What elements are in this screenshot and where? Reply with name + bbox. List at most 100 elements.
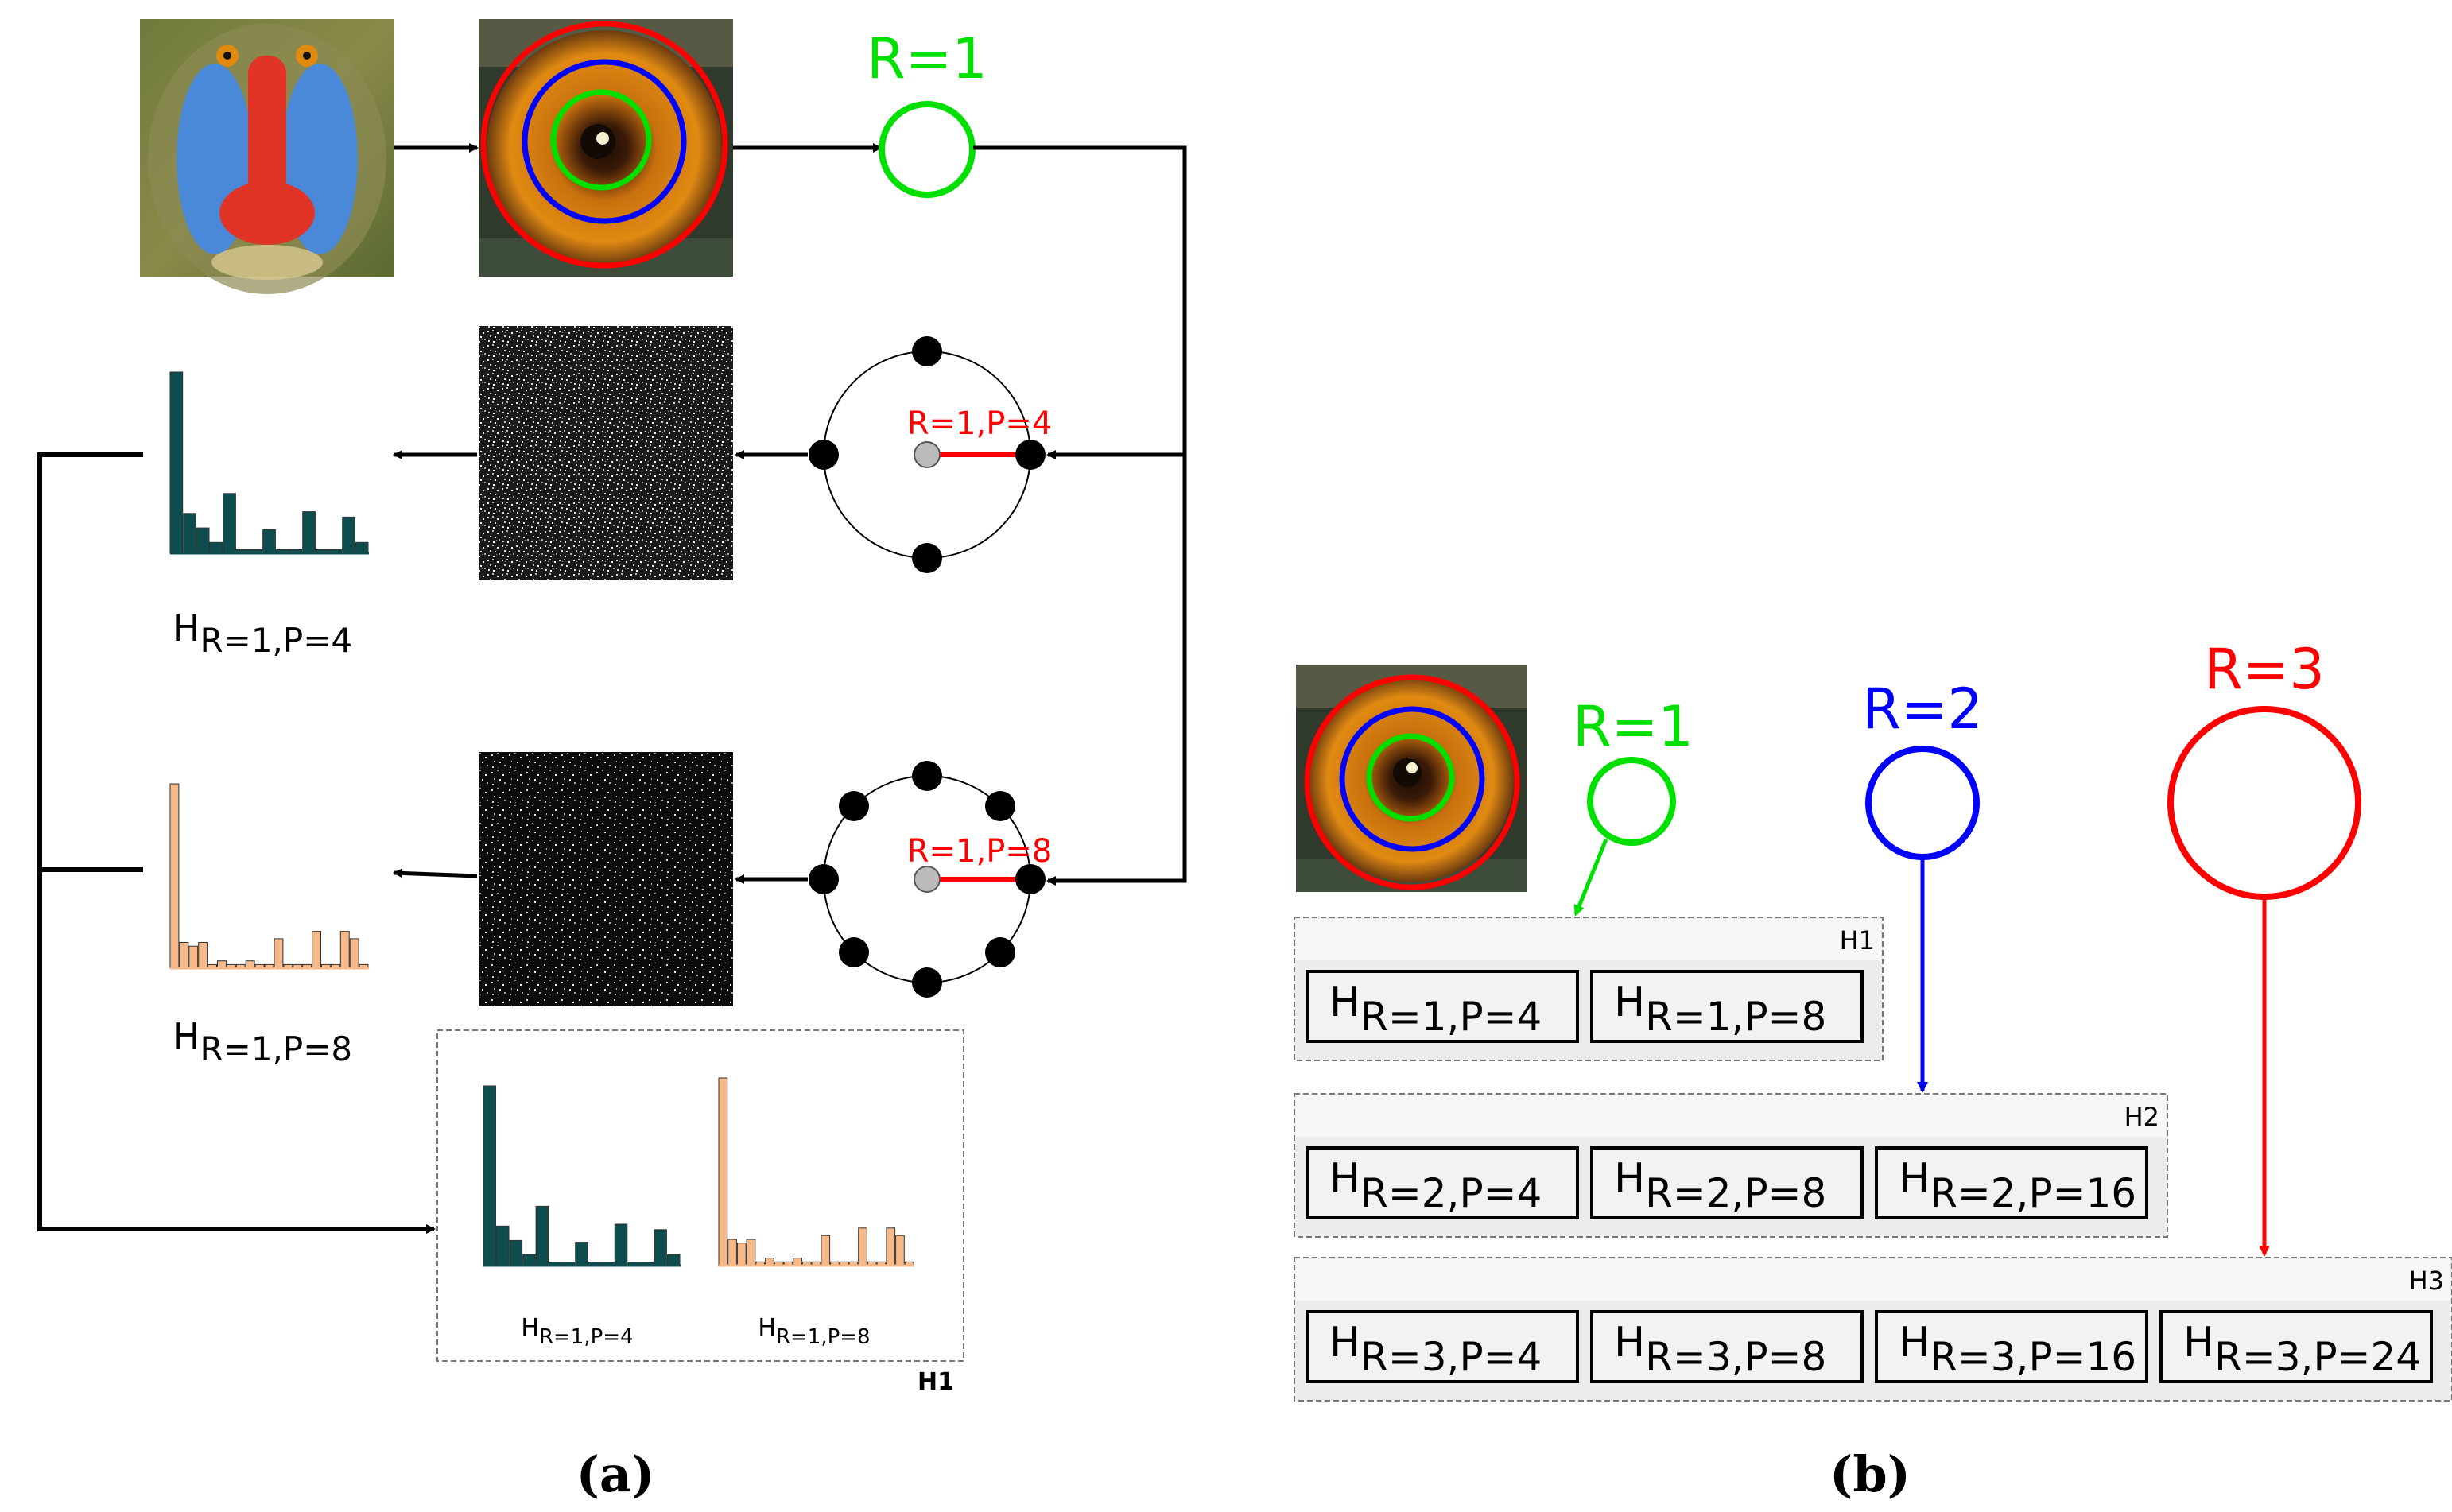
- histogram-cell-symbol: H: [1614, 979, 1645, 1026]
- histogram-cell-box: [2159, 1310, 2433, 1383]
- pattern-p8-label: R=1,P=8: [907, 833, 1053, 870]
- hist-p8-bar: [274, 938, 284, 969]
- h1-hist-p4-label: HR=1,P=4: [521, 1314, 633, 1349]
- h1-hist-p4-bar: [522, 1254, 536, 1266]
- radius-circle-r3: [2167, 706, 2361, 900]
- hist-p8-bar: [179, 942, 189, 969]
- h1-hist-p8-bar: [718, 1077, 728, 1266]
- group-header: [1296, 919, 1881, 960]
- histogram-cell-subscript: R=1,P=4: [1360, 994, 1542, 1040]
- histogram-cell-box: [1590, 1310, 1864, 1383]
- eye-with-concentric-circles-small-picture: [1296, 665, 1527, 892]
- concat-bracket: [37, 452, 436, 1234]
- histogram-cell-symbol: H: [1329, 979, 1360, 1026]
- h1-box-label: H1: [918, 1368, 954, 1396]
- hist-p4-bar: [169, 371, 184, 554]
- histogram-cell-label: HR=1,P=8: [1614, 979, 1826, 1040]
- histogram-cell-label: HR=3,P=8: [1614, 1319, 1826, 1380]
- h1-hist-p4-bar: [496, 1225, 510, 1266]
- h1-hist-p8-bar: [821, 1235, 831, 1266]
- radius-circle-r1: [879, 101, 976, 198]
- histogram-cell-label: HR=3,P=16: [1899, 1319, 2136, 1380]
- h1-concat-box: [436, 1029, 964, 1362]
- hist-p8-bar: [198, 942, 208, 969]
- h1-hist-p8-bar: [858, 1227, 867, 1266]
- h1-histogram-p8: [718, 1077, 914, 1267]
- lbp-texture-map-p4-picture: [479, 326, 733, 580]
- eye-with-concentric-circles-picture: [479, 19, 733, 277]
- hist-p8-bar: [339, 931, 350, 969]
- h1-hist-p8-symbol: H: [758, 1314, 776, 1342]
- h1-hist-p4-bar: [614, 1223, 628, 1266]
- h1-hist-p8-label: HR=1,P=8: [758, 1314, 870, 1349]
- histogram-cell-label: HR=3,P=24: [2183, 1319, 2421, 1380]
- hist-p8-subscript: R=1,P=8: [200, 1029, 352, 1068]
- histogram-p4: [169, 371, 369, 555]
- histogram-cell-subscript: R=2,P=16: [1930, 1170, 2136, 1216]
- mandrill-face-picture: [140, 19, 394, 294]
- pattern-p4-label: R=1,P=4: [907, 405, 1053, 442]
- hist-p4-symbol: H: [173, 607, 200, 649]
- hist-p4-bar: [302, 511, 316, 554]
- histogram-cell-symbol: H: [1329, 1319, 1360, 1367]
- hist-p4-subscript: R=1,P=4: [200, 621, 352, 660]
- h1-hist-p8-bar: [886, 1227, 896, 1266]
- hist-p4-bar: [223, 493, 236, 554]
- hist-p4-bar: [196, 527, 210, 554]
- radius-label-r2: R=2: [1862, 677, 1983, 742]
- histogram-cell-subscript: R=3,P=16: [1930, 1334, 2136, 1380]
- histogram-cell-label: HR=2,P=8: [1614, 1155, 1826, 1216]
- histogram-cell: HR=1,P=4: [1306, 970, 1579, 1043]
- histogram-cell: HR=1,P=8: [1590, 970, 1864, 1043]
- h1-hist-p4-bar: [575, 1242, 588, 1266]
- route-line-right: [973, 145, 1187, 886]
- h1-hist-p8-bar: [736, 1243, 747, 1266]
- histogram-cell-box: [1306, 1310, 1579, 1383]
- hist-p4-bar: [342, 516, 355, 554]
- arrow-r1-to-h1: [1573, 839, 1608, 917]
- histogram-cell-symbol: H: [2183, 1319, 2214, 1367]
- hist-p4-bar: [183, 513, 196, 554]
- histogram-cell: HR=3,P=8: [1590, 1310, 1864, 1383]
- neighborhood-p8: R=1,P=8: [809, 761, 1052, 998]
- histogram-cell-box: [1875, 1310, 2148, 1383]
- radius-label: R=1: [867, 26, 987, 91]
- histogram-cell-subscript: R=2,P=8: [1645, 1170, 1826, 1216]
- h1-hist-p8-bar: [895, 1235, 905, 1266]
- histogram-cell: HR=2,P=4: [1306, 1146, 1579, 1219]
- hist-p4-bar: [209, 541, 223, 554]
- panel-a: R=1 R=1,P=4 R=: [37, 19, 1187, 1503]
- group-label: H2: [2124, 1102, 2159, 1132]
- h1-hist-p4-bar: [654, 1229, 667, 1266]
- group-header: [1296, 1259, 2450, 1301]
- hist-p8-symbol: H: [173, 1015, 200, 1058]
- h1-hist-p8-bar: [727, 1239, 737, 1266]
- arrow-map-to-hist-p8: [393, 868, 478, 878]
- hist-p8-bar: [349, 938, 359, 969]
- neighborhood-p4: R=1,P=4: [809, 336, 1052, 573]
- histogram-cell: HR=3,P=24: [2159, 1310, 2433, 1383]
- histogram-cell-subscript: R=3,P=4: [1360, 1334, 1542, 1380]
- histogram-cell-label: HR=3,P=4: [1329, 1319, 1542, 1380]
- histogram-cell-subscript: R=3,P=8: [1645, 1334, 1826, 1380]
- hist-p8-label: HR=1,P=8: [173, 1015, 352, 1068]
- group-label: H1: [1840, 925, 1875, 956]
- h1-hist-p8-subscript: R=1,P=8: [776, 1325, 871, 1349]
- h1-hist-p8-bar: [746, 1239, 756, 1266]
- panel-a-caption: (a): [576, 1445, 655, 1503]
- h1-hist-p4-bar: [535, 1205, 549, 1266]
- histogram-cell-box: [1306, 1146, 1579, 1219]
- hist-p4-bar: [355, 541, 369, 554]
- histogram-p8: [169, 783, 369, 970]
- histogram-cell-box: [1306, 970, 1579, 1043]
- histogram-cell-subscript: R=1,P=8: [1645, 994, 1826, 1040]
- histogram-cell: HR=3,P=16: [1875, 1310, 2148, 1383]
- histogram-cell-symbol: H: [1899, 1319, 1930, 1367]
- histogram-cell: HR=2,P=16: [1875, 1146, 2148, 1219]
- histogram-cell-subscript: R=2,P=4: [1360, 1170, 1542, 1216]
- histogram-cell-label: HR=2,P=16: [1899, 1155, 2136, 1216]
- h1-hist-p4-symbol: H: [521, 1314, 539, 1342]
